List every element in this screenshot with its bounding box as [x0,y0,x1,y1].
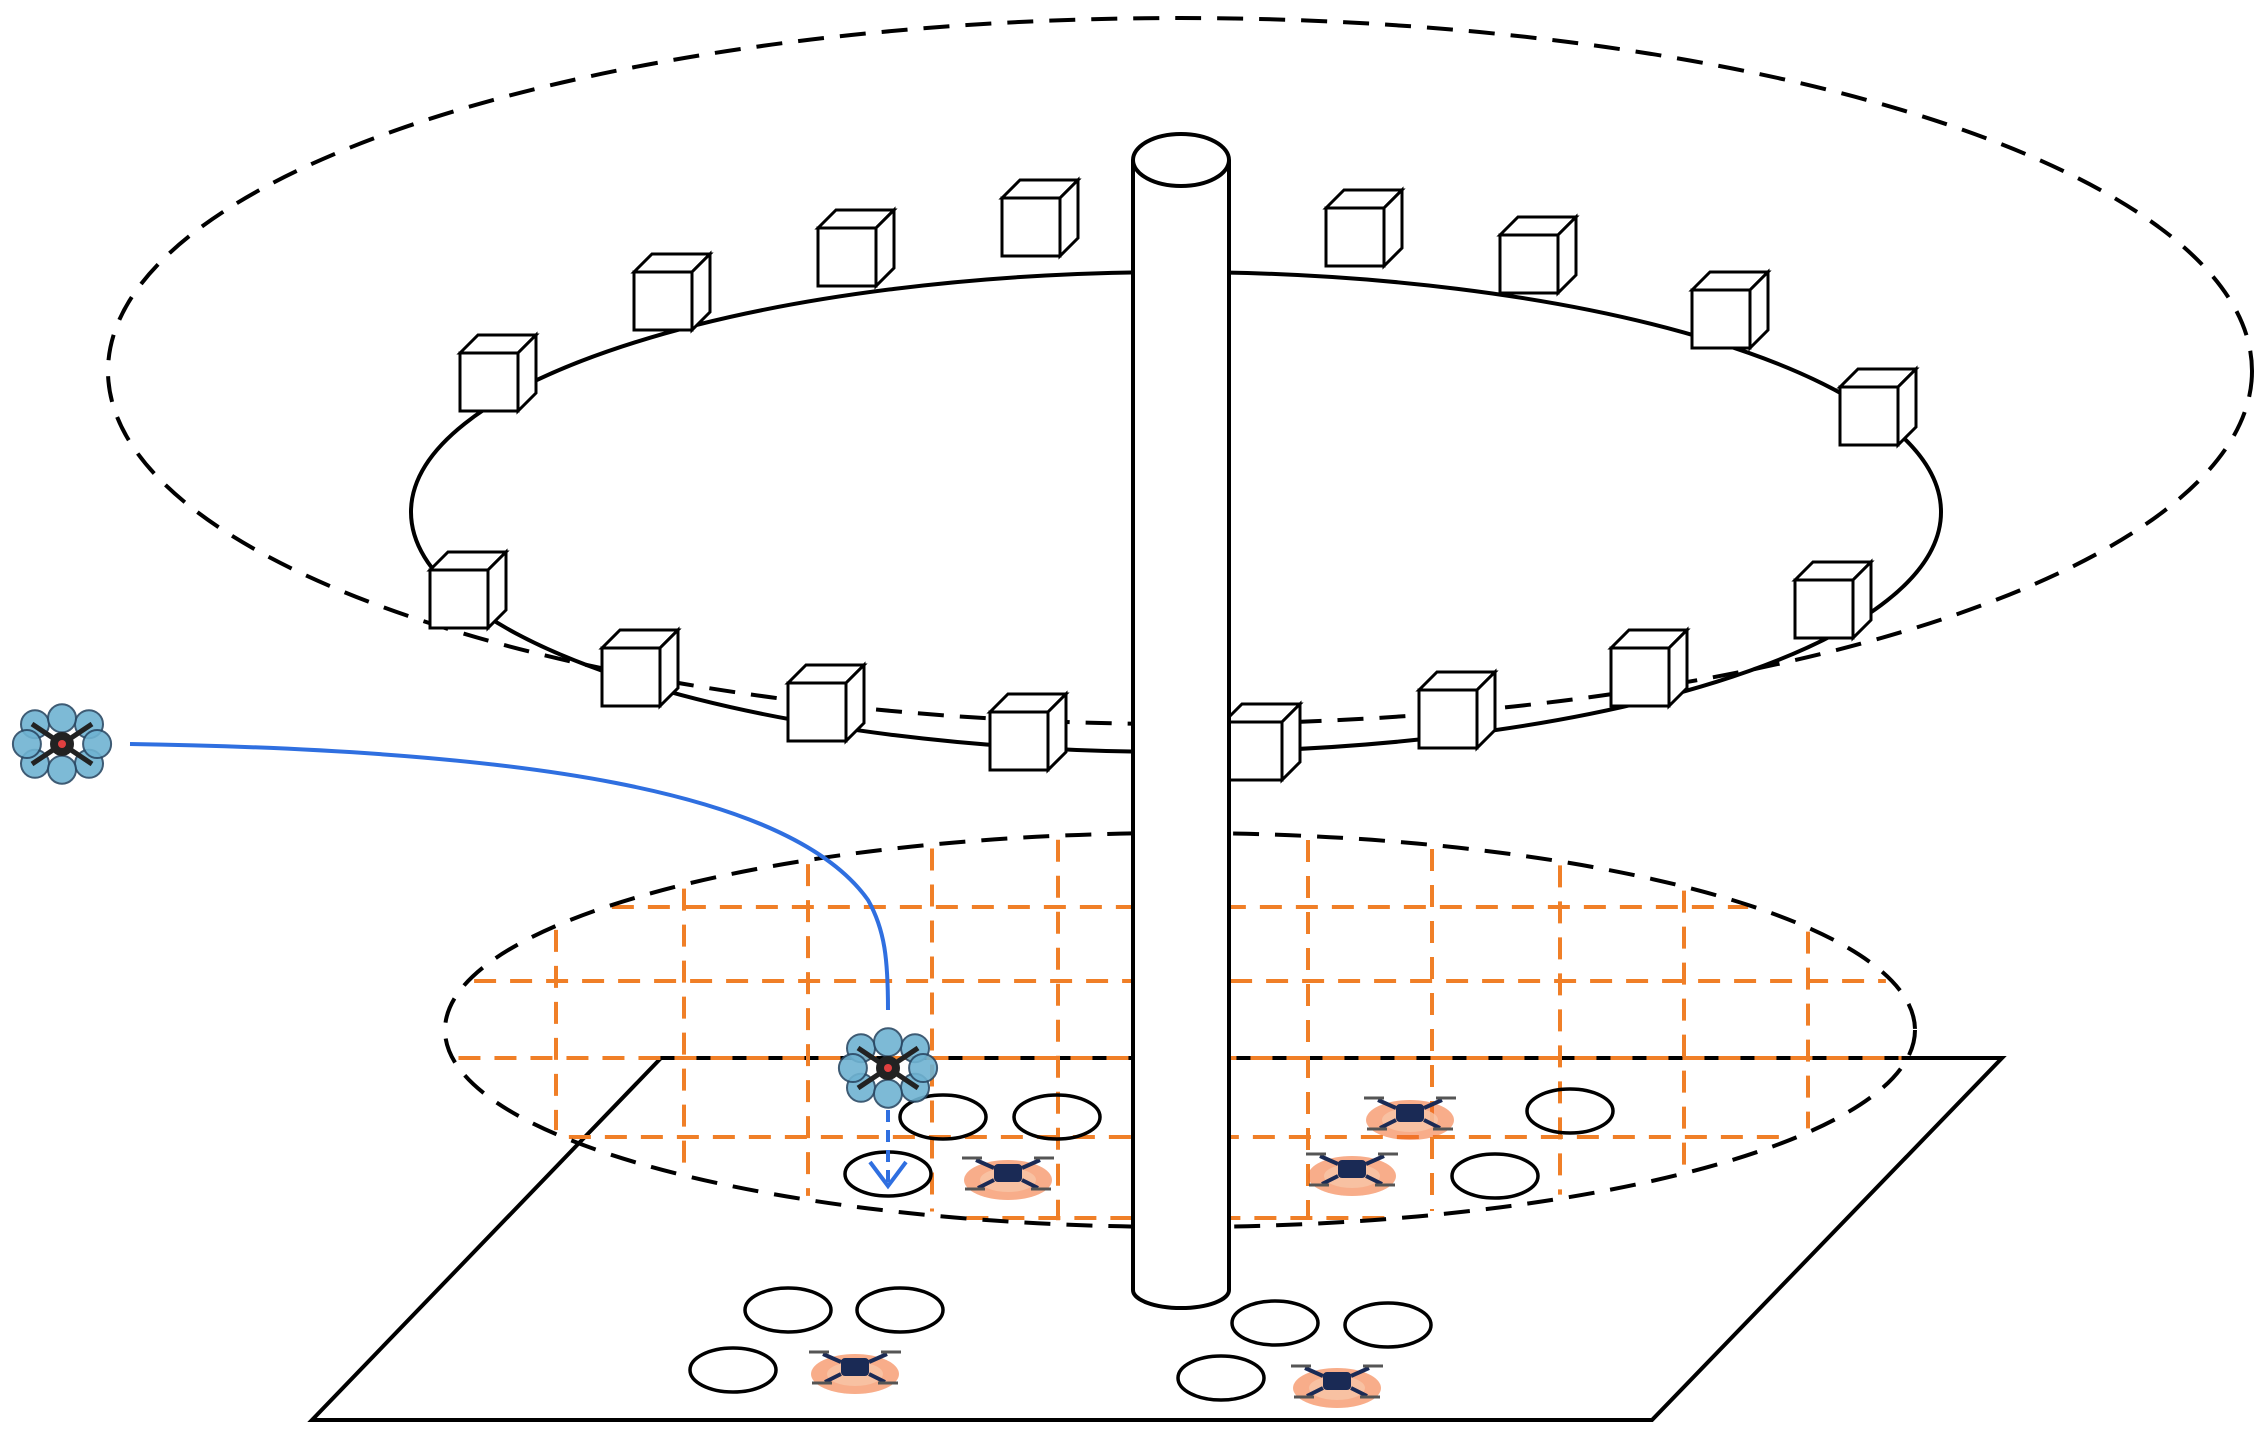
landing-pad [1343,1301,1433,1349]
landing-quadrotor-drone [837,1027,939,1109]
parked-drone [1306,1152,1398,1196]
approach-trajectory [129,742,908,1190]
parked-drone [809,1350,901,1394]
camera-cube [1496,213,1580,297]
landing-zone-ellipse [443,831,1917,1229]
cameras [426,176,1920,784]
descent-arrowhead [868,1160,908,1190]
camera-cube [1415,668,1499,752]
landing-pad [1012,1093,1102,1141]
parked-drone [1291,1364,1383,1408]
camera-cube [456,331,540,415]
camera-cube [784,661,868,745]
camera-cube [814,206,898,290]
camera-cube [998,176,1082,260]
landing-pad [743,1286,833,1334]
camera-cube [986,690,1070,774]
camera-cube [426,548,510,632]
landing-pad [1230,1299,1320,1347]
landing-pad [898,1093,988,1141]
landing-pad [855,1286,945,1334]
camera-cube [598,626,682,710]
camera-cube [1220,700,1304,784]
camera-cube [630,250,714,334]
central-pole [1131,132,1231,1310]
landing-pad [1525,1087,1615,1135]
camera-cube [1322,186,1406,270]
landing-pad [1450,1152,1540,1200]
camera-cube [1791,558,1875,642]
landing-pad [1176,1354,1266,1402]
parked-drone [962,1156,1054,1200]
landing-pads [688,1087,1615,1402]
camera-cube [1688,268,1772,352]
landing-pad [688,1346,778,1394]
camera-cube [1836,365,1920,449]
incoming-quadrotor-drone [11,703,113,785]
camera-cube [1607,626,1691,710]
parked-drone [1364,1096,1456,1140]
